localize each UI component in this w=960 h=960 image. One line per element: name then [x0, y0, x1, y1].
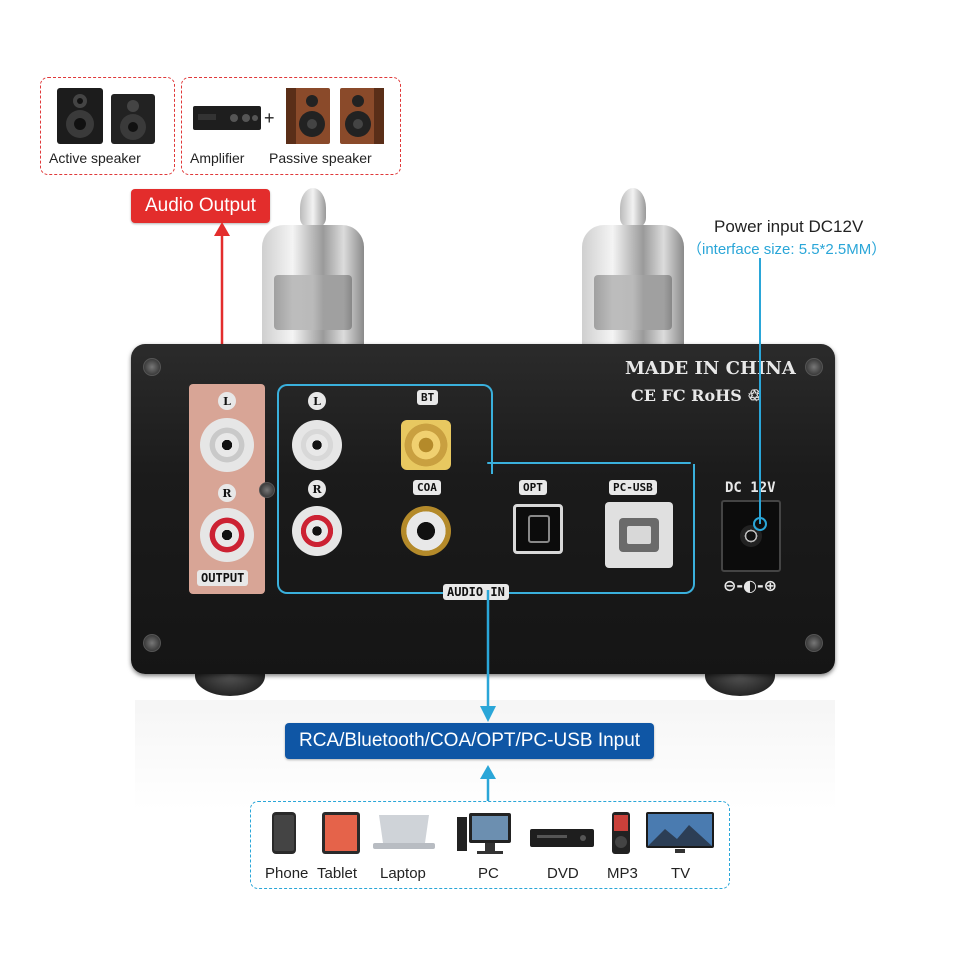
bluetooth-antenna-jack[interactable]	[401, 420, 451, 470]
made-in-china-text: MADE IN CHINA	[625, 358, 796, 379]
left-tube-tip	[300, 188, 326, 228]
power-input-subtitle: （interface size: 5.5*2.5MM）	[687, 241, 887, 258]
screw	[805, 634, 823, 652]
phone-caption: Phone	[265, 865, 309, 882]
input-devices-arrow	[480, 765, 496, 801]
mp3-caption: MP3	[607, 865, 638, 882]
coaxial-jack[interactable]	[401, 506, 451, 556]
screw	[143, 358, 161, 376]
certification-marks: CE FC RoHS ♲	[631, 386, 762, 405]
usb-b-port[interactable]	[605, 502, 673, 568]
laptop-caption: Laptop	[380, 865, 426, 882]
pc-caption: PC	[478, 865, 499, 882]
coa-tag: COA	[413, 480, 441, 495]
dc-12v-label: DC 12V	[725, 480, 776, 496]
mp3-icon	[612, 812, 630, 854]
dc-power-jack[interactable]	[721, 500, 781, 572]
amplifier-caption: Amplifier	[190, 150, 245, 166]
right-tube-tip	[620, 188, 646, 228]
output-tag: OUTPUT	[197, 570, 249, 586]
left-vacuum-tube	[262, 225, 364, 350]
optical-port[interactable]	[513, 504, 563, 554]
active-speaker-box: Active speaker	[40, 77, 175, 175]
polarity-symbol: ⊖-◐-⊕	[723, 576, 778, 595]
audio-in-arrow	[480, 590, 496, 722]
input-devices-box: Phone Tablet Laptop PC DVD MP3 TV	[250, 801, 730, 889]
active-speaker-icon	[57, 88, 155, 144]
plus-sign: +	[264, 108, 275, 128]
output-right-tag: R	[218, 484, 236, 502]
dvd-caption: DVD	[547, 865, 579, 882]
amplifier-icon	[193, 106, 261, 130]
input-left-tag: L	[308, 392, 326, 410]
ground-screw	[259, 482, 275, 498]
power-pointer-line	[753, 258, 767, 531]
passive-speaker-icon	[286, 88, 384, 144]
tv-caption: TV	[671, 865, 691, 882]
input-right-tag: R	[308, 480, 326, 498]
input-right-jack[interactable]	[292, 506, 342, 556]
tv-icon	[646, 812, 714, 853]
input-left-jack[interactable]	[292, 420, 342, 470]
amp-passive-box: + Amplifier Passive speaker	[181, 77, 401, 175]
pc-icon	[457, 813, 511, 854]
screw	[805, 358, 823, 376]
output-left-jack[interactable]	[200, 418, 254, 472]
laptop-icon	[373, 815, 435, 849]
output-section: L R OUTPUT	[189, 384, 265, 594]
output-left-tag: L	[218, 392, 236, 410]
phone-icon	[272, 812, 296, 854]
tablet-icon	[322, 812, 360, 854]
input-label: RCA/Bluetooth/COA/OPT/PC-USB Input	[285, 723, 655, 759]
opt-tag: OPT	[519, 480, 547, 495]
audio-in-section	[277, 384, 493, 474]
right-vacuum-tube	[582, 225, 684, 350]
power-input-title: Power input DC12V	[714, 217, 864, 236]
output-right-jack[interactable]	[200, 508, 254, 562]
audio-in-tag: AUDIO IN	[443, 584, 509, 600]
active-speaker-caption: Active speaker	[49, 150, 141, 166]
dvd-icon	[530, 829, 594, 847]
tablet-caption: Tablet	[317, 865, 358, 882]
screw	[143, 634, 161, 652]
passive-speaker-caption: Passive speaker	[269, 150, 372, 166]
amplifier-rear-panel: MADE IN CHINA CE FC RoHS ♲ L R OUTPUT L …	[131, 344, 835, 674]
audio-output-label: Audio Output	[131, 189, 270, 223]
pc-usb-tag: PC-USB	[609, 480, 657, 495]
bt-tag: BT	[417, 390, 439, 405]
